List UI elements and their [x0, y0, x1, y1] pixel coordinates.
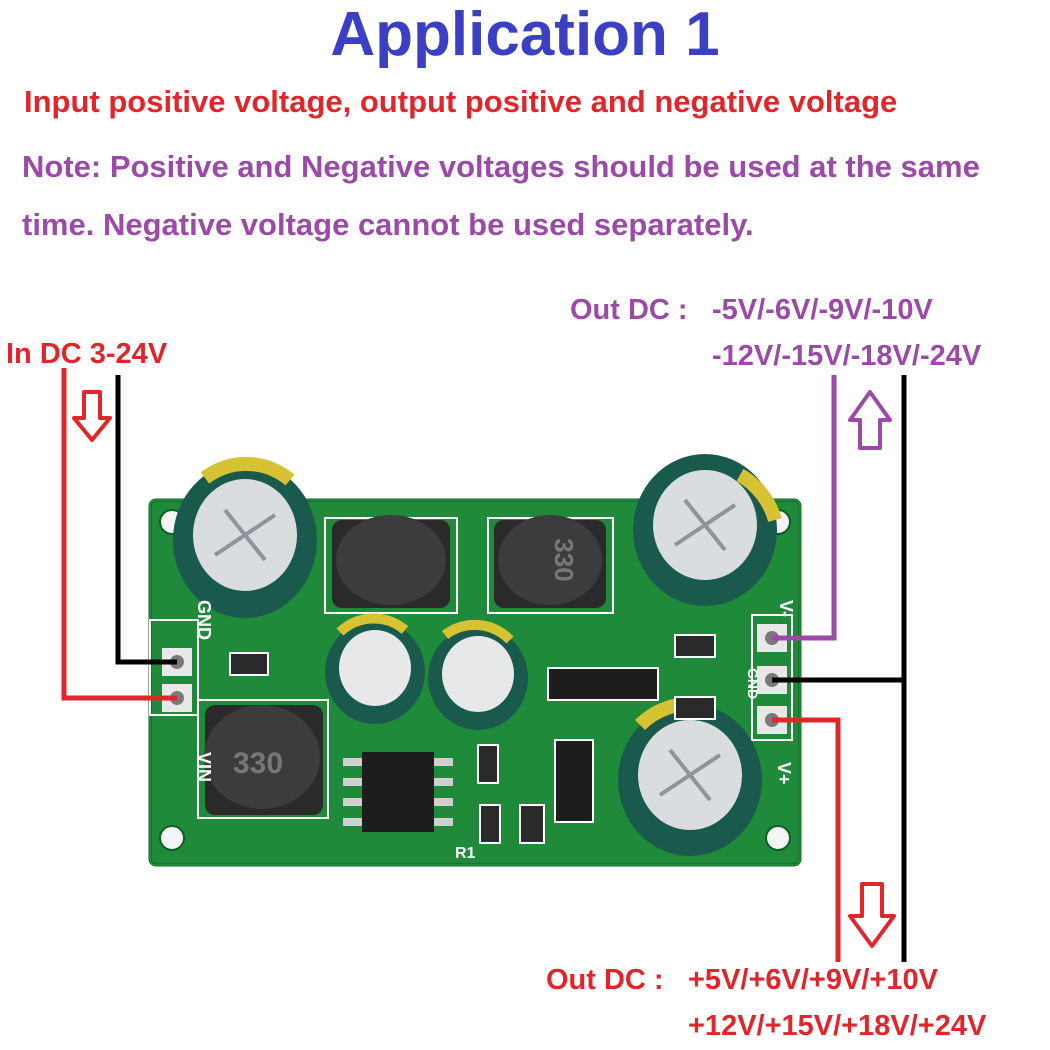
- negative-output-range-2: -12V/-15V/-18V/-24V: [712, 340, 982, 372]
- negative-output-arrow-up-icon: [848, 390, 892, 450]
- input-ground-wire: [115, 375, 177, 665]
- input-arrow-down-icon: [72, 390, 112, 442]
- subtitle: Input positive voltage, output positive …: [24, 84, 898, 119]
- positive-output-prefix: Out DC :: [546, 964, 664, 996]
- pin-label-vin: VIN: [194, 752, 214, 782]
- inductor-top-left: [332, 515, 450, 608]
- negative-output-wire: [772, 375, 837, 641]
- ic-chip: [343, 752, 453, 832]
- pin-label-vplus: V+: [774, 762, 794, 785]
- input-voltage-label: In DC 3-24V: [6, 338, 168, 370]
- capacitor-top-right: [633, 454, 782, 606]
- output-pins: V- GND V+: [745, 600, 796, 785]
- inductor-bottom-left: 330: [204, 705, 323, 815]
- smd-components: R1: [229, 634, 716, 862]
- inductor-marking-right: 330: [549, 538, 579, 581]
- capacitor-top-left: [173, 456, 317, 618]
- usage-note: Note: Positive and Negative voltages sho…: [22, 149, 980, 242]
- positive-output-arrow-down-icon: [848, 882, 896, 948]
- positive-output-range-2: +12V/+15V/+18V/+24V: [688, 1010, 987, 1042]
- resistor-label: R1: [455, 845, 476, 862]
- page-title: Application 1: [330, 0, 720, 69]
- pin-label-gnd-out: GND: [745, 668, 761, 699]
- inductor-top-right: 330: [494, 515, 606, 608]
- negative-output-range-1: -5V/-6V/-9V/-10V: [712, 294, 933, 326]
- capacitor-bottom-right: [618, 697, 762, 856]
- pin-label-gnd-in: GND: [194, 600, 214, 640]
- inductor-marking-left: 330: [233, 747, 283, 780]
- capacitor-mid-center: [428, 619, 528, 730]
- positive-output-wire: [772, 717, 841, 962]
- capacitor-mid-left: [325, 613, 425, 724]
- negative-output-prefix: Out DC :: [570, 294, 688, 326]
- positive-output-range-1: +5V/+6V/+9V/+10V: [688, 964, 938, 996]
- input-positive-wire: [61, 368, 177, 701]
- pin-label-vminus: V-: [776, 600, 796, 617]
